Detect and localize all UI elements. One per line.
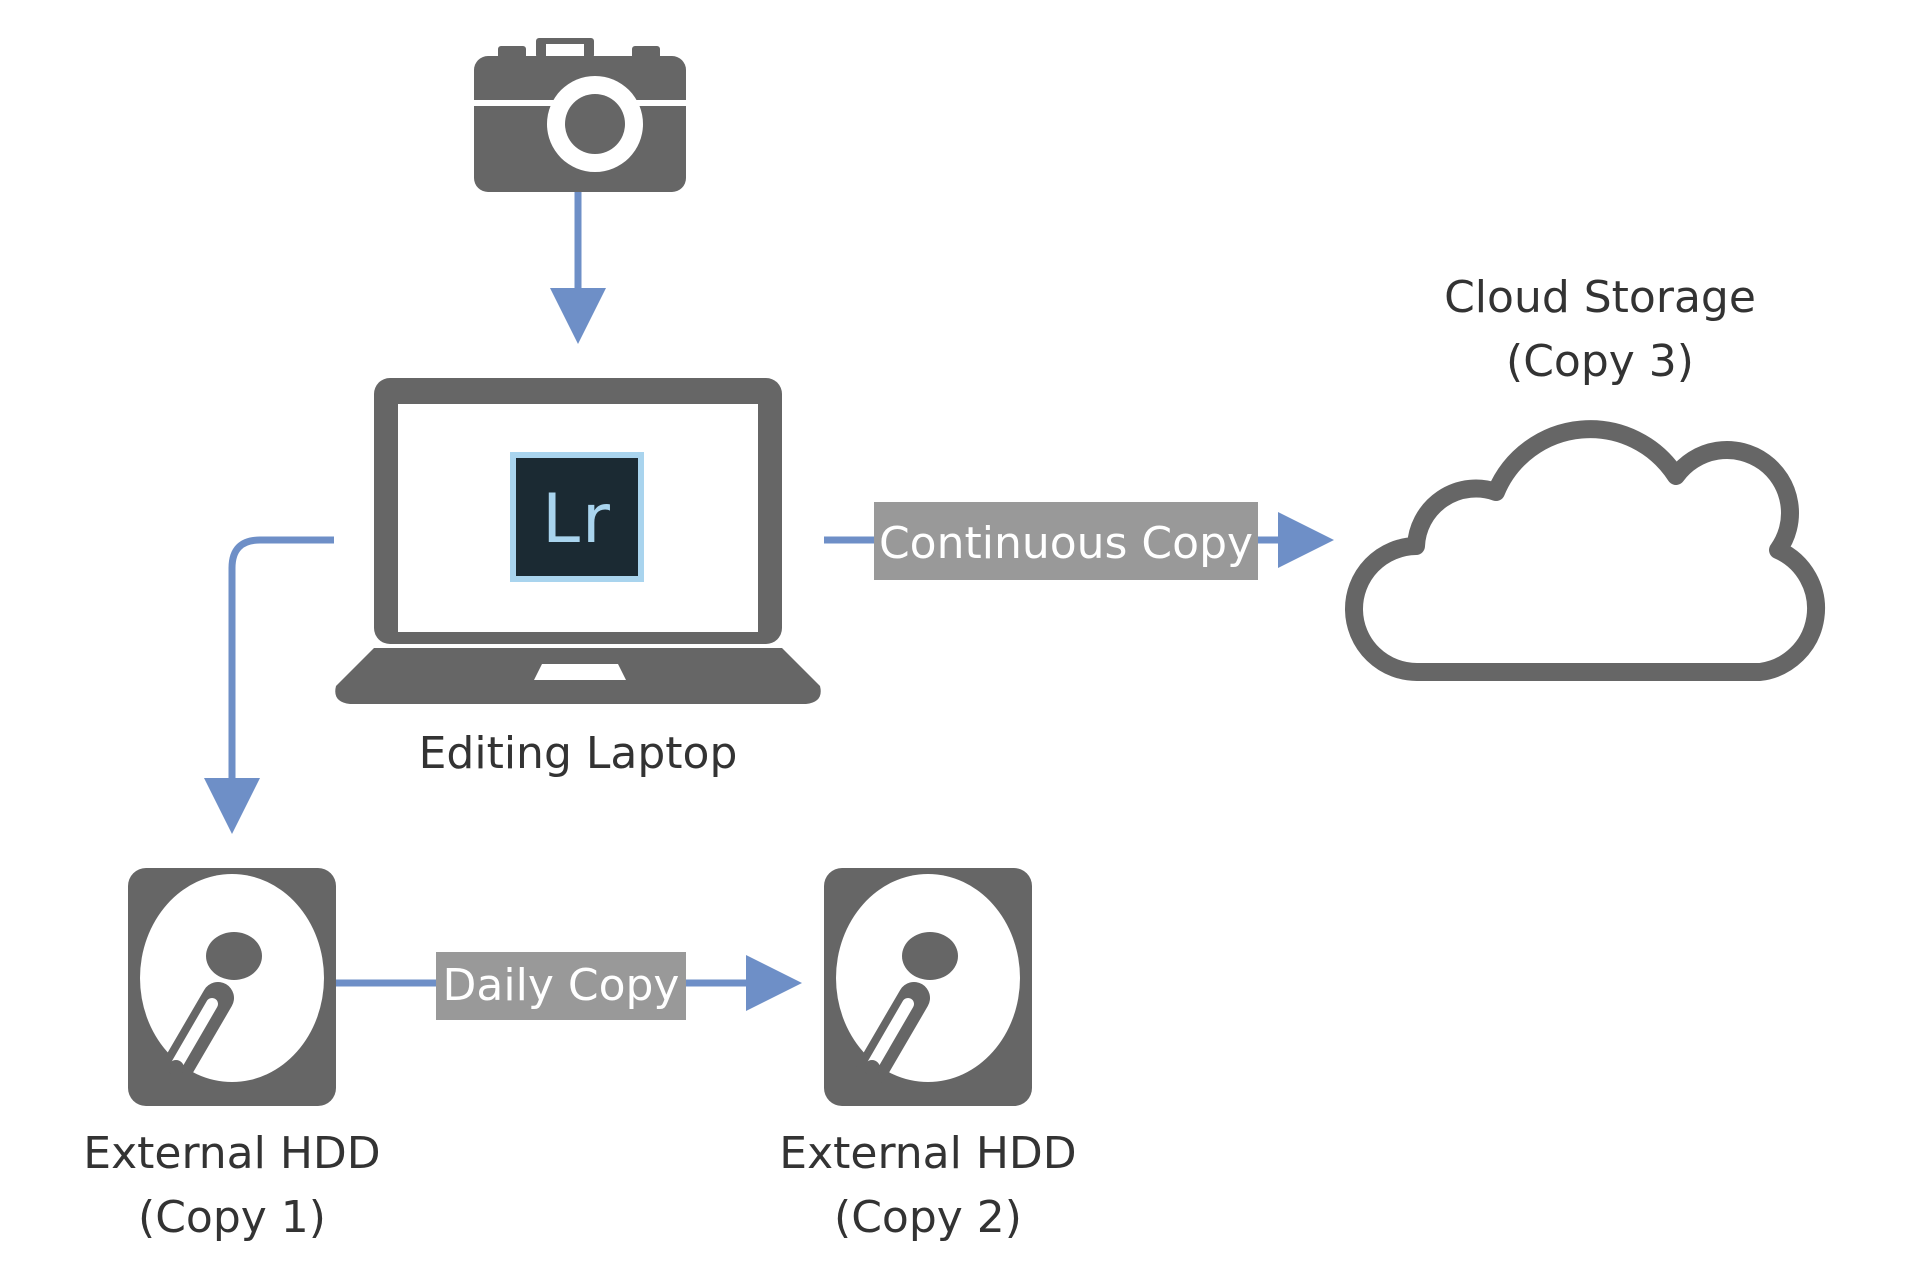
hard-drive-icon bbox=[824, 868, 1032, 1106]
hard-drive-icon bbox=[128, 868, 336, 1106]
camera-icon bbox=[474, 38, 686, 192]
lightroom-icon: Lr bbox=[510, 452, 644, 582]
daily-copy-label: Daily Copy bbox=[443, 960, 680, 1011]
continuous-copy-label: Continuous Copy bbox=[879, 518, 1253, 569]
cloud-label-line1: Cloud Storage bbox=[1444, 272, 1756, 323]
continuous-copy-tag: Continuous Copy bbox=[874, 502, 1258, 580]
arrow-laptop-to-hdd1 bbox=[204, 536, 334, 834]
hdd2-label-line2: (Copy 2) bbox=[834, 1192, 1022, 1243]
hdd1-label-line1: External HDD bbox=[83, 1128, 380, 1179]
hdd2-label-line1: External HDD bbox=[779, 1128, 1076, 1179]
daily-copy-tag: Daily Copy bbox=[436, 952, 686, 1020]
cloud-icon bbox=[1345, 420, 1826, 682]
laptop-label: Editing Laptop bbox=[419, 728, 738, 779]
lightroom-icon-text: Lr bbox=[542, 480, 612, 559]
cloud-label-line2: (Copy 3) bbox=[1506, 336, 1694, 387]
hdd1-label-line2: (Copy 1) bbox=[138, 1192, 326, 1243]
